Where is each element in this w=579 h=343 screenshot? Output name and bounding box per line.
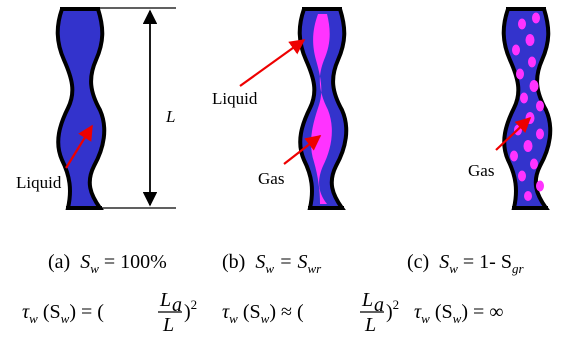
svg-text:(c) Sw = 1- Sgr: (c) Sw = 1- Sgr — [407, 251, 524, 276]
gas-bubble — [516, 68, 524, 80]
gas-bubble — [518, 170, 526, 182]
formula-a-tau: τ — [22, 301, 30, 323]
gas-bubble — [528, 56, 536, 68]
svg-text:τw (Sw) ≈ (: τw (Sw) ≈ ( — [222, 301, 304, 326]
caption-c-rel: = 1- S — [458, 251, 512, 273]
formula-b-relation: ≈ — [281, 301, 292, 323]
pore-c — [501, 7, 553, 210]
formula-c-arg: (S — [430, 301, 453, 323]
pore-c-gas-bubbles — [510, 12, 544, 201]
formula-a-tau-sub: w — [29, 311, 38, 326]
label-a-liquid-group: Liquid — [16, 124, 93, 192]
formula-a-paren-open: ( — [92, 301, 104, 323]
formula-a-numerator: L — [159, 289, 171, 311]
caption-c-var-sub: w — [449, 261, 458, 276]
caption-b-rel-sub: wr — [308, 261, 323, 276]
formula-c: τw (Sw) =∞ — [414, 301, 504, 326]
formula-a: τw (Sw) = ( L a L )2 — [22, 289, 197, 336]
pore-b — [297, 7, 349, 210]
gas-bubble — [510, 150, 518, 162]
pointer-b-liquid — [239, 39, 306, 87]
formula-a-arg: (S — [38, 301, 61, 323]
formula-a-power: 2 — [191, 297, 198, 312]
caption-b: (b) Sw = Swr — [222, 251, 322, 276]
svg-text:)2: )2 — [386, 297, 399, 323]
formula-b: τw (Sw) ≈ ( L a L )2 — [222, 289, 399, 336]
svg-text:(a) Sw = 100%: (a) Sw = 100% — [48, 251, 167, 276]
pore-b-gas-core — [311, 14, 332, 204]
pointer-b-gas — [283, 135, 322, 165]
svg-text:)2: )2 — [184, 297, 197, 323]
label-b-liquid: Liquid — [212, 89, 258, 108]
label-a-liquid: Liquid — [16, 173, 62, 192]
caption-c-rel-sub: gr — [512, 261, 525, 276]
formula-b-tau: τ — [222, 301, 230, 323]
length-dimension: L — [98, 7, 176, 209]
formula-b-paren-close: ) — [386, 301, 393, 323]
gas-bubble — [518, 18, 526, 30]
formula-a-relation: = — [81, 301, 92, 323]
caption-a-rel: = 100% — [99, 251, 167, 273]
svg-text:(b) Sw = Swr: (b) Sw = Swr — [222, 251, 322, 276]
gas-bubble — [525, 34, 535, 46]
caption-c-var: S — [439, 251, 449, 273]
svg-text:τw (Sw) = (: τw (Sw) = ( — [22, 301, 104, 326]
gas-bubble — [532, 12, 540, 24]
pointer-c-gas — [495, 116, 532, 151]
gas-bubble — [530, 158, 538, 170]
caption-a-var: S — [80, 251, 90, 273]
formula-a-numerator-sub: a — [172, 294, 182, 316]
gas-bubble — [529, 80, 539, 92]
label-c-gas: Gas — [468, 161, 494, 180]
caption-b-var: S — [255, 251, 265, 273]
formula-c-tau: τ — [414, 301, 422, 323]
svg-text:τw (Sw) =∞: τw (Sw) =∞ — [414, 301, 504, 326]
formula-a-denominator: L — [162, 314, 174, 336]
formula-c-infinity: ∞ — [489, 301, 503, 323]
formula-a-arg-close: ) — [69, 301, 81, 323]
label-b-gas-group: Gas — [258, 135, 322, 188]
gas-bubble — [536, 180, 544, 192]
formula-b-arg: (S — [238, 301, 261, 323]
gas-bubble — [512, 44, 520, 56]
formula-b-arg-sub: w — [261, 311, 270, 326]
caption-b-var-sub: w — [265, 261, 274, 276]
gas-bubble — [524, 191, 532, 201]
caption-a: (a) Sw = 100% — [48, 251, 167, 276]
formula-a-paren-close: ) — [184, 301, 191, 323]
formula-c-arg-sub: w — [453, 311, 462, 326]
pore-a — [55, 7, 107, 210]
formula-b-power: 2 — [393, 297, 400, 312]
formula-c-relation: = — [473, 301, 484, 323]
formula-b-numerator: L — [361, 289, 373, 311]
formula-b-paren-open: ( — [292, 301, 304, 323]
gas-bubble — [536, 128, 544, 140]
formula-b-arg-close: ) — [269, 301, 281, 323]
formula-c-arg-close: ) — [461, 301, 473, 323]
pore-a-liquid — [55, 7, 107, 210]
label-b-gas: Gas — [258, 169, 284, 188]
gas-bubble — [536, 100, 544, 112]
formula-b-denominator: L — [364, 314, 376, 336]
caption-a-var-sub: w — [90, 261, 99, 276]
formula-c-tau-sub: w — [421, 311, 430, 326]
formula-b-numerator-sub: a — [374, 294, 384, 316]
label-c-gas-group: Gas — [468, 116, 532, 180]
length-label: L — [165, 107, 175, 126]
caption-b-rel: = S — [274, 251, 308, 273]
gas-bubble — [520, 92, 528, 104]
caption-b-tag: (b) — [222, 251, 245, 273]
caption-a-tag: (a) — [48, 251, 70, 273]
formula-a-arg-sub: w — [61, 311, 70, 326]
formula-b-tau-sub: w — [229, 311, 238, 326]
pointer-a-liquid — [65, 124, 93, 169]
caption-c-tag: (c) — [407, 251, 429, 273]
gas-bubble — [523, 140, 533, 152]
caption-c: (c) Sw = 1- Sgr — [407, 251, 524, 276]
label-b-liquid-group: Liquid — [212, 39, 306, 108]
